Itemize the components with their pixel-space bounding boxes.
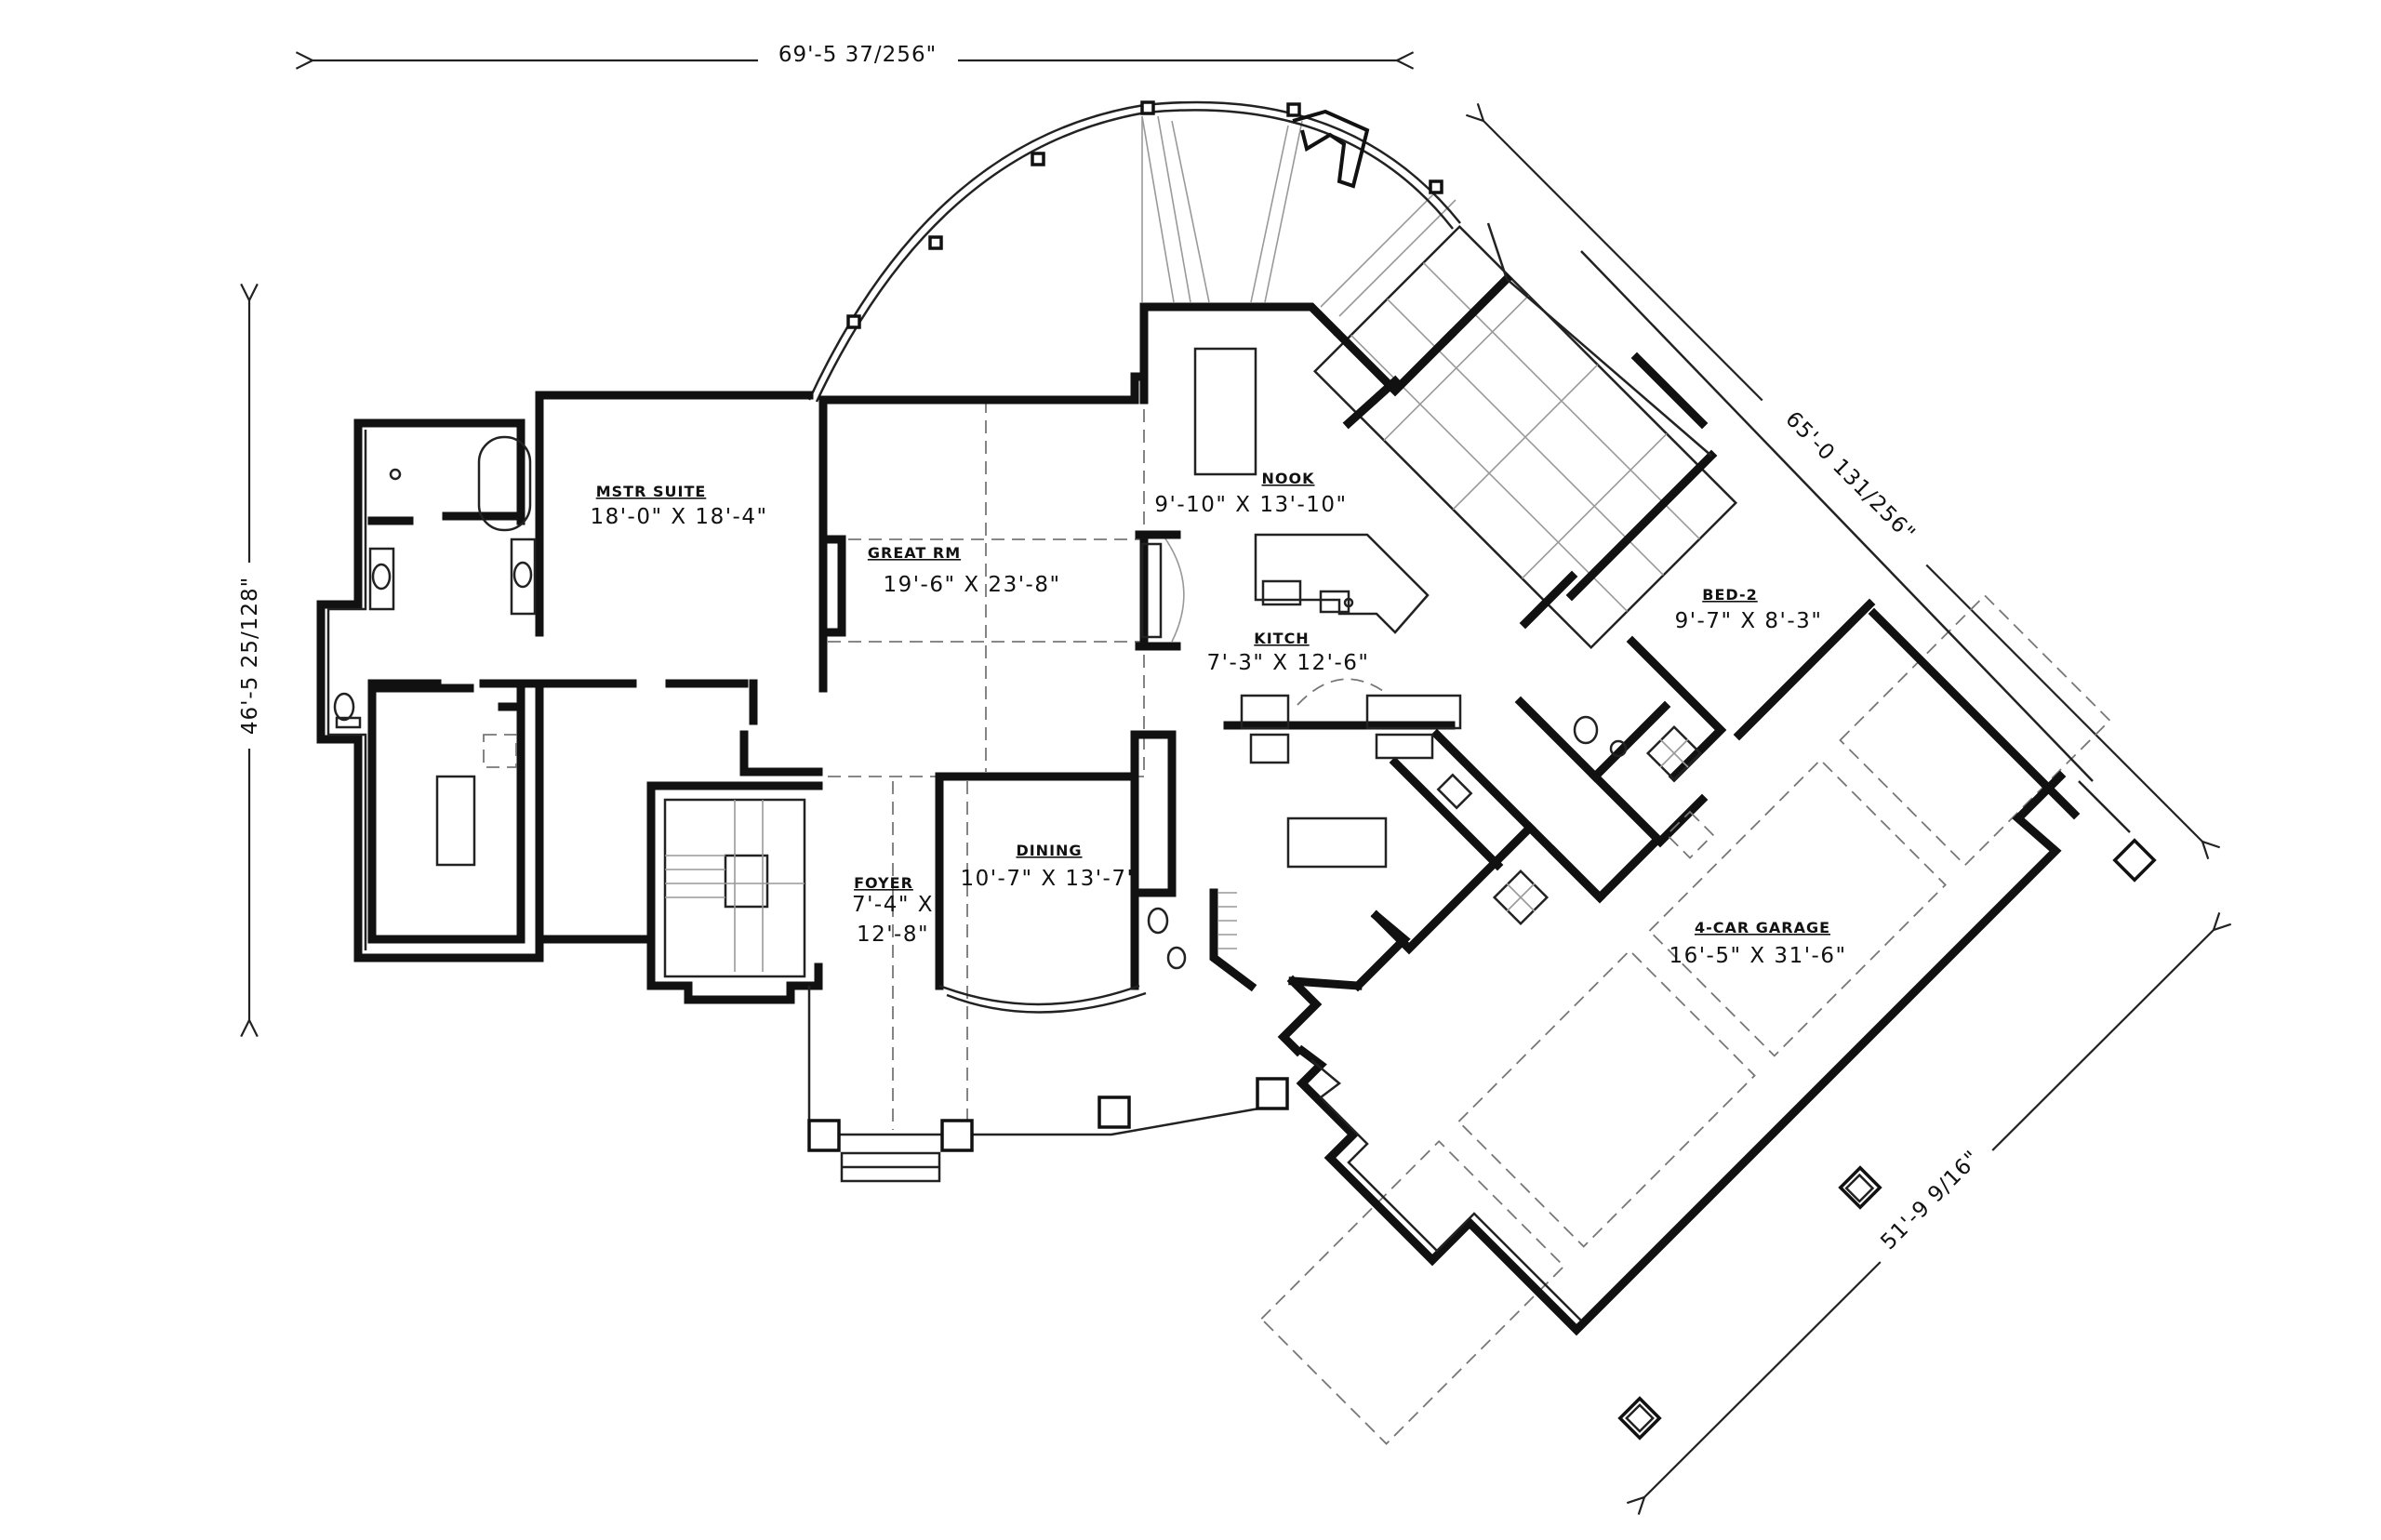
porch-column [807, 1119, 841, 1152]
window-mullions [846, 100, 1443, 329]
kitchen-sink [1436, 773, 1473, 810]
porch-column [940, 1119, 974, 1152]
room-size-great-rm: 19'-6" X 23'-8" [883, 573, 1060, 597]
exterior-walls [316, 100, 2131, 1336]
room-size-dining: 10'-7" X 13'-7" [960, 867, 1137, 891]
kitchen-island [1286, 816, 1388, 869]
garage-column [1617, 1396, 1662, 1440]
room-name-garage: 4-CAR GARAGE [1695, 919, 1830, 936]
toilet [333, 692, 355, 722]
porch-column [1097, 1095, 1131, 1129]
room-size-master-suite: 18'-0" X 18'-4" [590, 505, 767, 529]
room-name-nook: NOOK [1262, 470, 1315, 487]
room-size-kitch: 7'-3" X 12'-6" [1207, 651, 1370, 675]
kitchen-peninsula [1254, 533, 1430, 634]
construction-lines [808, 115, 2111, 1445]
room-name-kitch: KITCH [1254, 630, 1309, 647]
sunroom-grid [1312, 224, 1738, 650]
front-porch [807, 838, 2157, 1440]
room-size-foyer-line2: 12'-8" [857, 923, 929, 947]
bathtub [477, 435, 532, 532]
garage-column [2112, 838, 2157, 883]
bath-sink-2 [512, 561, 533, 589]
room-name-great-rm: GREAT RM [868, 544, 961, 562]
bed2-toilet [1573, 715, 1599, 745]
bath-vanity [368, 547, 395, 611]
room-size-bed2: 9'-7" X 8'-3" [1675, 609, 1823, 633]
room-name-master-suite: MSTR SUITE [596, 483, 707, 500]
fixtures [333, 109, 1715, 972]
top-dimension-label: 69'-5 37/256" [778, 43, 937, 67]
right-lower-dimension-label: 51'-9 9/16" [1876, 1146, 1985, 1255]
left-dimension-label: 46'-5 25/128" [238, 577, 262, 735]
room-size-garage: 16'-5" X 31'-6" [1669, 944, 1846, 968]
nook-fireplace [1292, 109, 1370, 189]
shower-drain [389, 468, 402, 481]
right-upper-dimension-label: 65'-0 131/256" [1780, 407, 1920, 547]
room-name-foyer: FOYER [854, 874, 913, 892]
interior-walls [367, 418, 1181, 944]
room-size-nook: 9'-10" X 13'-10" [1154, 493, 1347, 517]
room-labels: MSTR SUITE 18'-0" X 18'-4" GREAT RM 19'-… [590, 470, 1846, 968]
bath-sink [371, 563, 392, 591]
pantry-shelves [1218, 892, 1237, 949]
nook-table [1193, 347, 1257, 476]
room-name-bed2: BED-2 [1702, 586, 1757, 604]
fireplace-hearth [1140, 542, 1163, 639]
porch-column [1256, 1077, 1289, 1110]
room-size-foyer-line1: 7'-4" X [852, 893, 934, 917]
curved-rear-wall [807, 100, 1461, 401]
staircase [665, 800, 805, 972]
kitchen-counter [1240, 694, 1290, 730]
powder-toilet [1147, 907, 1169, 935]
room-name-dining: DINING [1016, 842, 1082, 859]
dimension-lines: 69'-5 37/256" 46'-5 25/128" 65'-0 131/25… [231, 39, 2214, 1497]
closet-island [435, 775, 476, 867]
garage-column [1838, 1165, 1882, 1210]
